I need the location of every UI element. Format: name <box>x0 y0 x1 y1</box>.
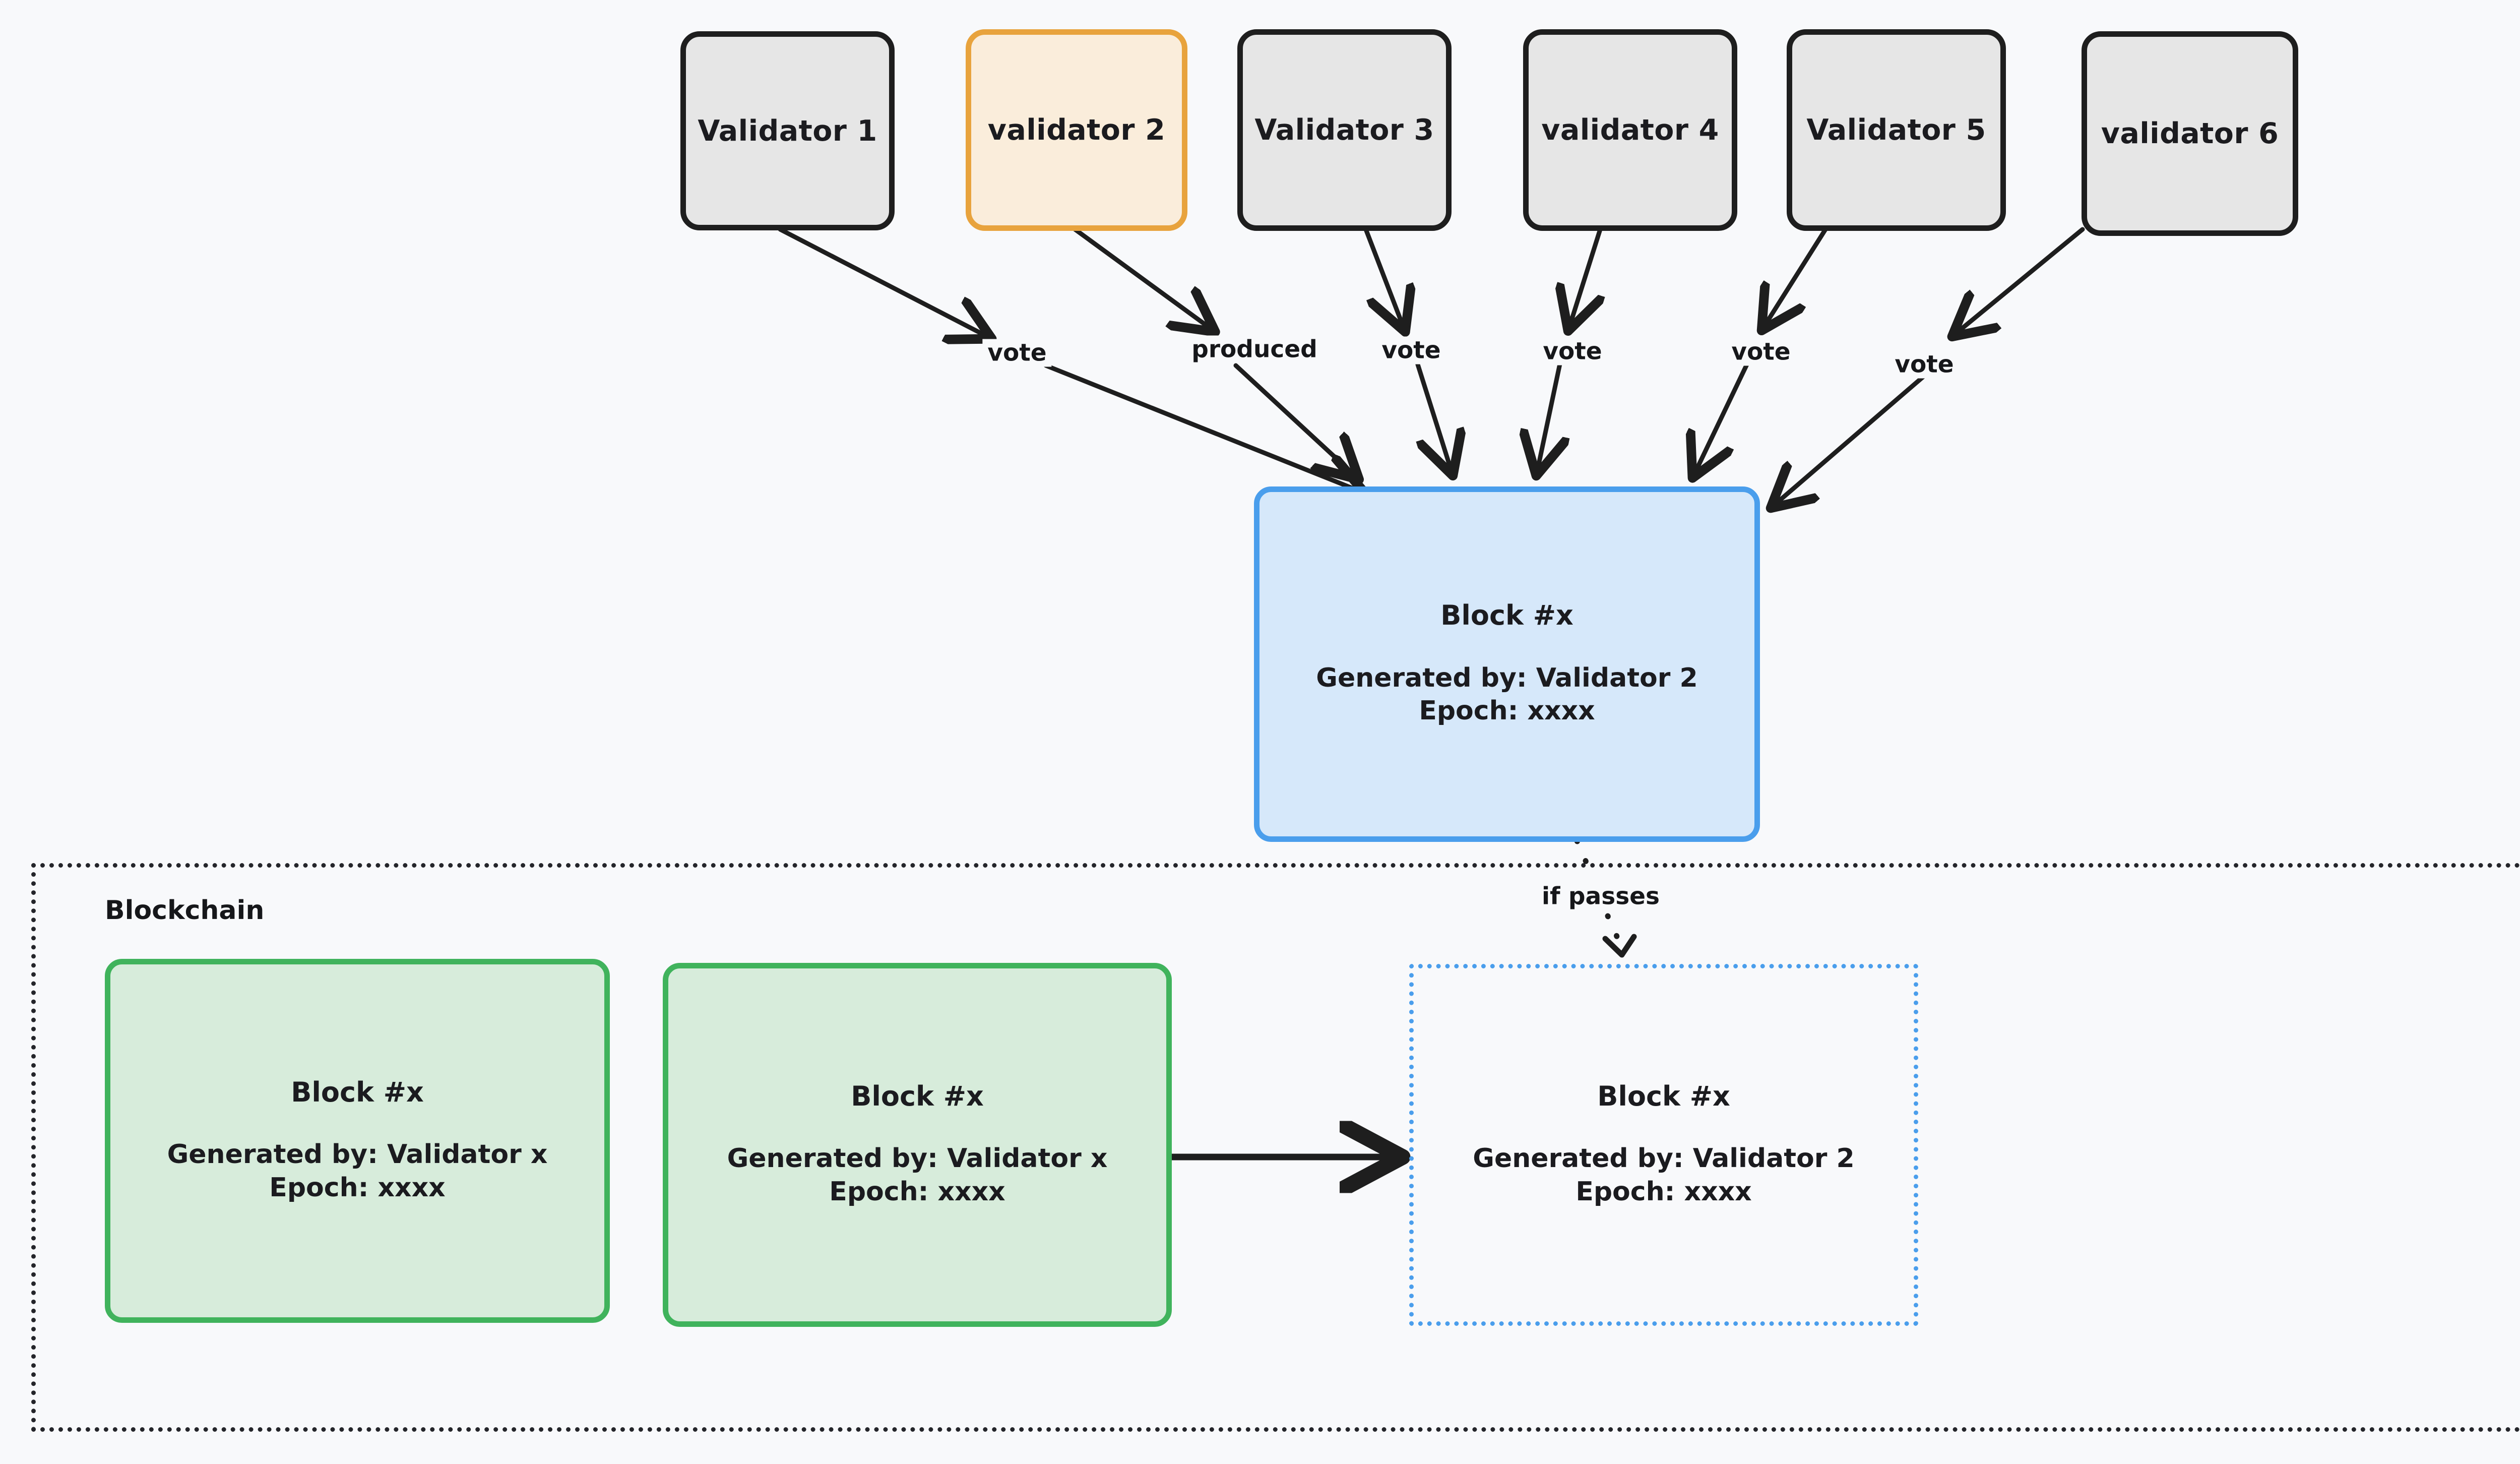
validator-label: Validator 1 <box>698 114 877 148</box>
validator-node-3[interactable]: Validator 3 <box>1237 29 1452 231</box>
edge-validator-3 <box>1363 227 1404 328</box>
edge-validator-2-b <box>1233 363 1356 476</box>
edge-validator-1 <box>778 227 988 337</box>
edge-validator-2 <box>1073 227 1212 329</box>
validator-label: Validator 3 <box>1254 113 1434 147</box>
validator-label: validator 4 <box>1541 113 1719 147</box>
edge-label-produced: produced <box>1186 335 1322 363</box>
edge-validator-5 <box>1764 227 1828 327</box>
validator-label: validator 6 <box>2101 117 2279 150</box>
chain-block-3-ghost[interactable]: Block #x Generated by: Validator 2 Epoch… <box>1409 964 1918 1326</box>
block-epoch: Epoch: xxxx <box>1576 1176 1752 1207</box>
edge-validator-5-b <box>1694 362 1749 474</box>
block-title: Block #x <box>291 1076 424 1108</box>
chain-block-1[interactable]: Block #x Generated by: Validator x Epoch… <box>105 959 610 1323</box>
block-meta: Generated by: Validator 2 Epoch: xxxx <box>1473 1142 1854 1208</box>
edge-label-vote-5: vote <box>1726 338 1796 366</box>
edge-label-vote-4: vote <box>1538 337 1607 365</box>
edge-validator-4 <box>1569 227 1600 327</box>
block-generated-by: Generated by: Validator 2 <box>1316 662 1698 693</box>
validator-label: Validator 5 <box>1806 113 1986 147</box>
edge-label-vote-3: vote <box>1376 336 1446 364</box>
block-epoch: Epoch: xxxx <box>829 1176 1005 1207</box>
validator-node-4[interactable]: validator 4 <box>1523 29 1737 231</box>
block-epoch: Epoch: xxxx <box>1419 696 1595 726</box>
chain-block-2[interactable]: Block #x Generated by: Validator x Epoch… <box>663 963 1172 1327</box>
edge-label-if-passes: if passes <box>1536 882 1665 910</box>
proposed-block[interactable]: Block #x Generated by: Validator 2 Epoch… <box>1254 486 1760 842</box>
edge-label-vote-6: vote <box>1889 350 1959 379</box>
block-title: Block #x <box>1440 599 1573 632</box>
blockchain-label: Blockchain <box>105 895 265 926</box>
blockchain-container <box>31 863 2520 1432</box>
block-meta: Generated by: Validator x Epoch: xxxx <box>727 1142 1108 1208</box>
edge-validator-6-b <box>1774 365 1936 505</box>
edge-validator-4-b <box>1537 361 1560 471</box>
validator-node-2[interactable]: validator 2 <box>966 29 1187 231</box>
block-meta: Generated by: Validator 2 Epoch: xxxx <box>1316 662 1697 728</box>
edge-label-vote-1: vote <box>982 339 1052 367</box>
block-generated-by: Generated by: Validator x <box>167 1139 548 1170</box>
block-epoch: Epoch: xxxx <box>269 1172 446 1203</box>
edge-validator-1-b <box>1043 363 1361 492</box>
block-generated-by: Generated by: Validator 2 <box>1473 1143 1855 1174</box>
validator-label: validator 2 <box>987 113 1166 147</box>
validator-node-5[interactable]: Validator 5 <box>1787 29 2006 231</box>
block-meta: Generated by: Validator x Epoch: xxxx <box>167 1138 548 1204</box>
edge-validator-3-b <box>1415 362 1452 471</box>
block-generated-by: Generated by: Validator x <box>727 1143 1108 1174</box>
block-title: Block #x <box>1597 1080 1730 1112</box>
validator-node-1[interactable]: Validator 1 <box>680 31 895 230</box>
block-title: Block #x <box>851 1080 984 1112</box>
validator-node-6[interactable]: validator 6 <box>2082 31 2298 236</box>
edge-validator-6 <box>1956 227 2085 334</box>
